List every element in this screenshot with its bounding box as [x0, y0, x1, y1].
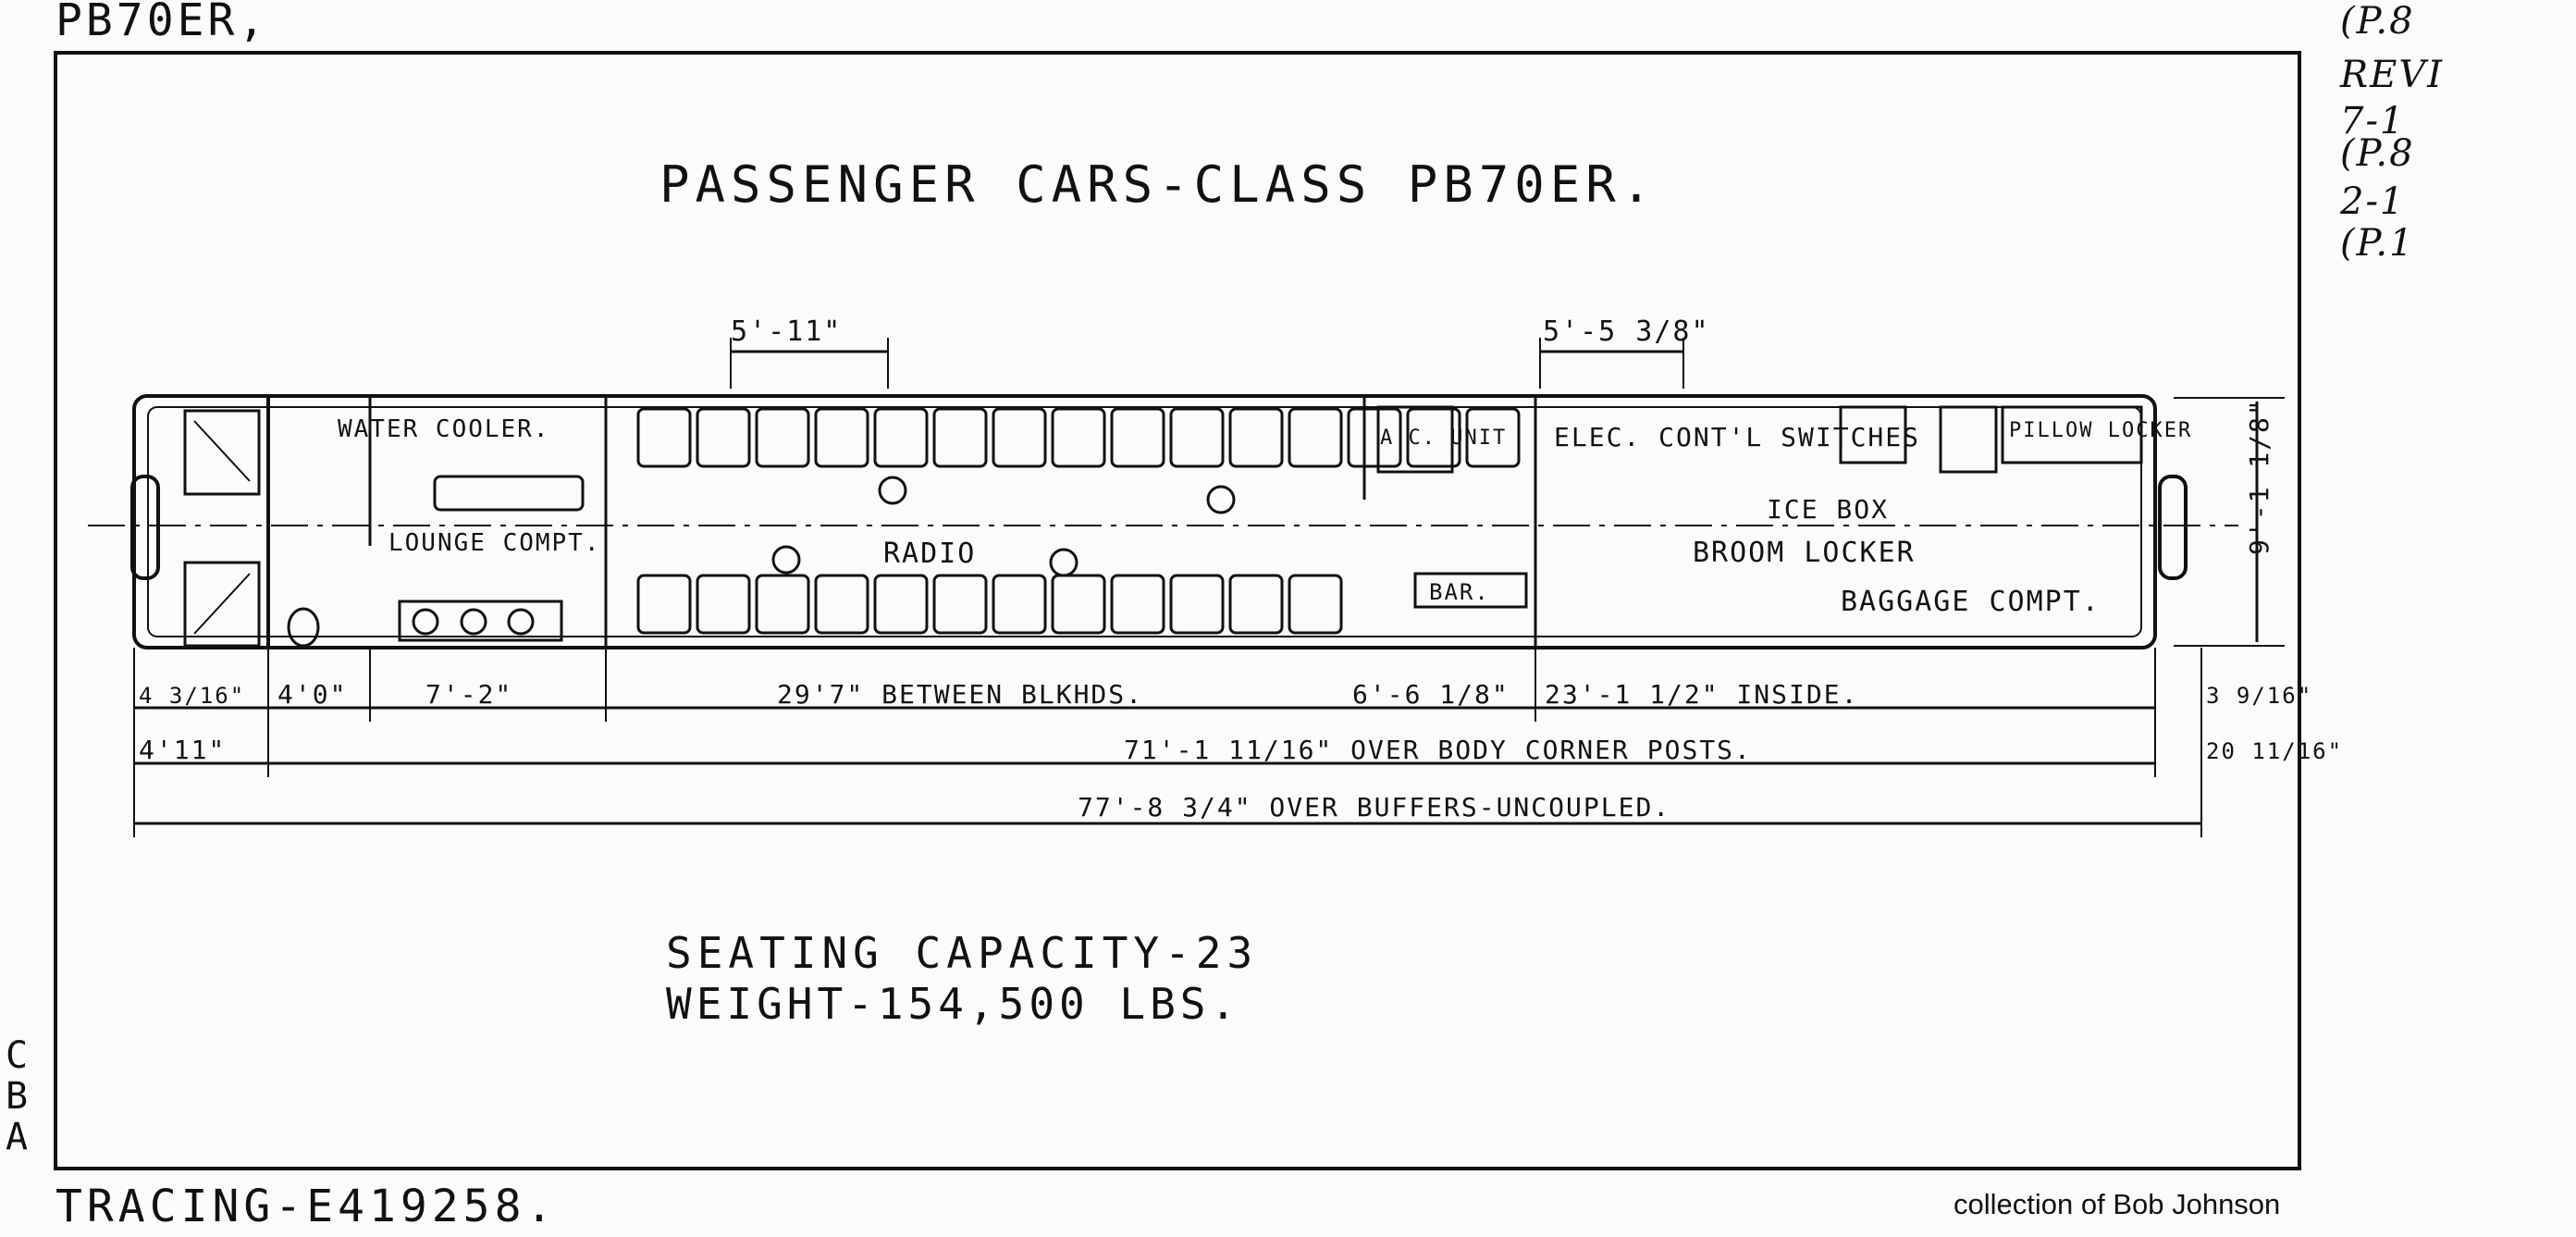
lower-seat-5	[873, 574, 929, 635]
collection-credit: collection of Bob Johnson	[1954, 1188, 2281, 1220]
upper-seat-12	[1288, 407, 1343, 468]
label-baggage: BAGGAGE COMPT.	[1841, 586, 2101, 618]
corner-class-label: PB70ER,	[55, 0, 269, 46]
lower-seat-12	[1288, 574, 1343, 635]
upper-seat-2	[696, 407, 751, 468]
drawing-frame	[54, 51, 2301, 1170]
lower-seat-1	[636, 574, 692, 635]
dim-between-bulkheads: 29'7" BETWEEN BLKHDS.	[777, 679, 1143, 710]
dim-end-right-b: 20 11/16"	[2206, 738, 2343, 764]
left-upper-door	[183, 409, 261, 496]
dim-lounge-b: 7'-2"	[425, 679, 512, 710]
label-ac-unit: A.C. UNIT	[1380, 427, 1507, 450]
window-port-3	[771, 545, 801, 575]
upper-seat-3	[755, 407, 810, 468]
label-bar: BAR.	[1429, 579, 1490, 605]
upper-seat-13	[1347, 407, 1402, 468]
window-port-4	[1049, 548, 1078, 577]
left-buffer	[130, 475, 160, 580]
lower-seat-8	[1051, 574, 1106, 635]
dim-mid-section: 6'-6 1/8"	[1352, 679, 1510, 710]
revision-line-5: 2-1	[2340, 180, 2406, 223]
dim-end-left-b: 4'11"	[139, 735, 226, 765]
window-port-1	[878, 476, 907, 505]
dim-seat-pitch-left: 5'-11"	[731, 315, 842, 348]
seating-capacity: SEATING CAPACITY-23	[666, 928, 1259, 978]
upper-seat-4	[814, 407, 869, 468]
upper-seat-15	[1465, 407, 1521, 468]
dim-over-corner-posts: 71'-1 11/16" OVER BODY CORNER POSTS.	[1124, 735, 1752, 765]
revision-line-4: (P.8	[2340, 132, 2415, 175]
lower-seat-6	[932, 574, 988, 635]
label-lounge: LOUNGE COMPT.	[388, 529, 601, 557]
dim-lounge-a: 4'0"	[277, 679, 347, 710]
lounge-chairs	[398, 600, 563, 642]
lower-seat-4	[814, 574, 869, 635]
upper-seat-5	[873, 407, 929, 468]
label-pillow-locker: PILLOW LOCKER	[2009, 419, 2192, 442]
upper-seat-row	[636, 407, 1521, 468]
label-broom-locker: BROOM LOCKER	[1693, 537, 1916, 569]
upper-seat-7	[992, 407, 1047, 468]
upper-seat-1	[636, 407, 692, 468]
dim-end-right-a: 3 9/16"	[2206, 683, 2312, 709]
dim-seat-pitch-right: 5'-5 3/8"	[1543, 315, 1710, 348]
revision-letter-c: C	[6, 1034, 29, 1077]
lower-seat-row	[636, 574, 1343, 635]
lower-seat-9	[1110, 574, 1165, 635]
revision-line-6: (P.1	[2340, 222, 2415, 265]
lower-seat-10	[1169, 574, 1225, 635]
tracing-number: TRACING-E419258.	[55, 1181, 558, 1232]
upper-seat-9	[1110, 407, 1165, 468]
upper-seat-14	[1406, 407, 1461, 468]
dim-baggage-inside: 23'-1 1/2" INSIDE.	[1545, 679, 1858, 710]
lounge-chair-1	[412, 608, 439, 636]
right-buffer	[2158, 475, 2188, 580]
dim-height: 9'-1 1/8"	[2244, 398, 2274, 555]
bar-counter	[1413, 572, 1528, 609]
ac-unit-box	[1376, 405, 1454, 474]
ice-box-outline	[1839, 405, 1907, 464]
left-lower-door	[183, 561, 261, 648]
label-radio: RADIO	[883, 538, 976, 570]
dim-end-left-a: 4 3/16"	[139, 683, 245, 709]
car-body-inner	[147, 406, 2142, 637]
window-port-2	[1206, 485, 1236, 514]
lower-seat-3	[755, 574, 810, 635]
lounge-chair-2	[460, 608, 487, 636]
lower-seat-2	[696, 574, 751, 635]
left-door-swing-2	[193, 573, 251, 635]
lower-seat-11	[1228, 574, 1284, 635]
lower-seat-7	[992, 574, 1047, 635]
label-ice-box: ICE BOX	[1767, 494, 1889, 525]
lounge-toilet	[287, 607, 320, 648]
upper-seat-8	[1051, 407, 1106, 468]
revision-letter-a: A	[6, 1116, 29, 1158]
upper-seat-11	[1228, 407, 1284, 468]
car-weight: WEIGHT-154,500 LBS.	[666, 979, 1241, 1029]
lounge-sofa	[433, 475, 585, 512]
revision-line-3: 7-1	[2340, 100, 2406, 142]
label-elec-switches: ELEC. CONT'L SWITCHES	[1554, 422, 1920, 452]
upper-seat-10	[1169, 407, 1225, 468]
dim-over-buffers: 77'-8 3/4" OVER BUFFERS-UNCOUPLED.	[1078, 792, 1670, 823]
lounge-chair-3	[507, 608, 535, 636]
upper-seat-6	[932, 407, 988, 468]
left-door-swing-1	[193, 420, 251, 482]
revision-line-1: (P.8	[2340, 0, 2415, 43]
broom-locker-outline	[1939, 405, 1998, 474]
drawing-title: PASSENGER CARS-CLASS PB70ER.	[659, 155, 1658, 214]
label-water-cooler: WATER COOLER.	[338, 415, 550, 443]
revision-line-2: REVI	[2340, 54, 2445, 96]
pillow-locker-outline	[2001, 405, 2143, 464]
revision-letter-b: B	[6, 1075, 29, 1118]
